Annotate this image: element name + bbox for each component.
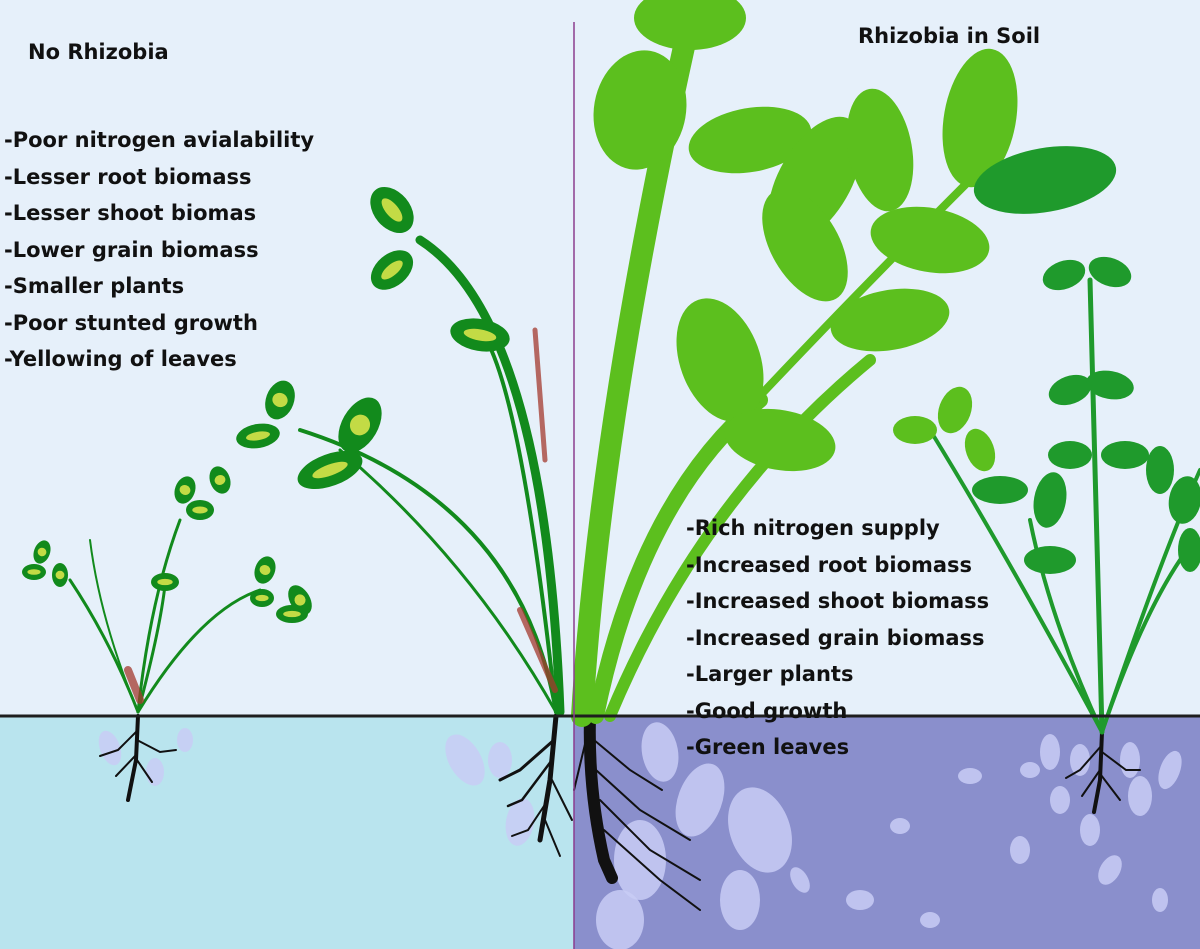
nodule-shape xyxy=(720,870,760,930)
nodule-shape xyxy=(1120,742,1140,778)
leaf-shape xyxy=(186,500,214,520)
effect-item: -Increased root biomass xyxy=(686,547,989,584)
leaf-shape xyxy=(151,573,179,591)
leaf-shape xyxy=(1048,441,1092,469)
left-soil xyxy=(0,716,574,949)
effect-item: -Lesser shoot biomas xyxy=(4,195,314,232)
leaf-shape xyxy=(52,563,68,587)
nodule-shape xyxy=(1050,786,1070,814)
effect-item: -Good growth xyxy=(686,693,989,730)
leaf-shape xyxy=(1146,446,1174,494)
nodule-shape xyxy=(1152,888,1168,912)
effect-item: -Increased shoot biomass xyxy=(686,583,989,620)
nodule-shape xyxy=(920,912,940,928)
effect-item: -Lesser root biomass xyxy=(4,159,314,196)
rhizobia-effects-list: -Rich nitrogen supply -Increased root bi… xyxy=(686,510,989,766)
effect-item: -Lower grain biomass xyxy=(4,232,314,269)
nodule-shape xyxy=(846,890,874,910)
leaf-shape xyxy=(972,476,1028,504)
nodule-shape xyxy=(146,758,164,786)
nodule-shape xyxy=(596,890,644,949)
nodule-shape xyxy=(890,818,910,834)
effect-item: -Poor stunted growth xyxy=(4,305,314,342)
leaf-shape xyxy=(250,589,274,607)
effect-item: -Yellowing of leaves xyxy=(4,341,314,378)
nodule-shape xyxy=(1070,744,1090,776)
effect-item: -Green leaves xyxy=(686,729,989,766)
left-panel-title: No Rhizobia xyxy=(28,40,169,64)
leaf-shape xyxy=(276,605,308,623)
effect-item: -Larger plants xyxy=(686,656,989,693)
nodule-shape xyxy=(1128,776,1152,816)
no-rhizobia-effects-list: -Poor nitrogen avialability -Lesser root… xyxy=(4,122,314,378)
leaf-shape xyxy=(1024,546,1076,574)
leaf-shape xyxy=(1101,441,1149,469)
effect-item: -Rich nitrogen supply xyxy=(686,510,989,547)
nodule-shape xyxy=(177,728,193,752)
nodule-shape xyxy=(614,820,666,900)
right-panel-title: Rhizobia in Soil xyxy=(858,24,1040,48)
nodule-shape xyxy=(488,742,512,778)
effect-item: -Smaller plants xyxy=(4,268,314,305)
leaf-shape xyxy=(893,416,937,444)
nodule-shape xyxy=(1010,836,1030,864)
nodule-shape xyxy=(1080,814,1100,846)
effect-item: -Poor nitrogen avialability xyxy=(4,122,314,159)
nodule-shape xyxy=(1040,734,1060,770)
leaf-shape xyxy=(22,564,46,580)
nodule-shape xyxy=(1020,762,1040,778)
effect-item: -Increased grain biomass xyxy=(686,620,989,657)
nodule-shape xyxy=(958,768,982,784)
